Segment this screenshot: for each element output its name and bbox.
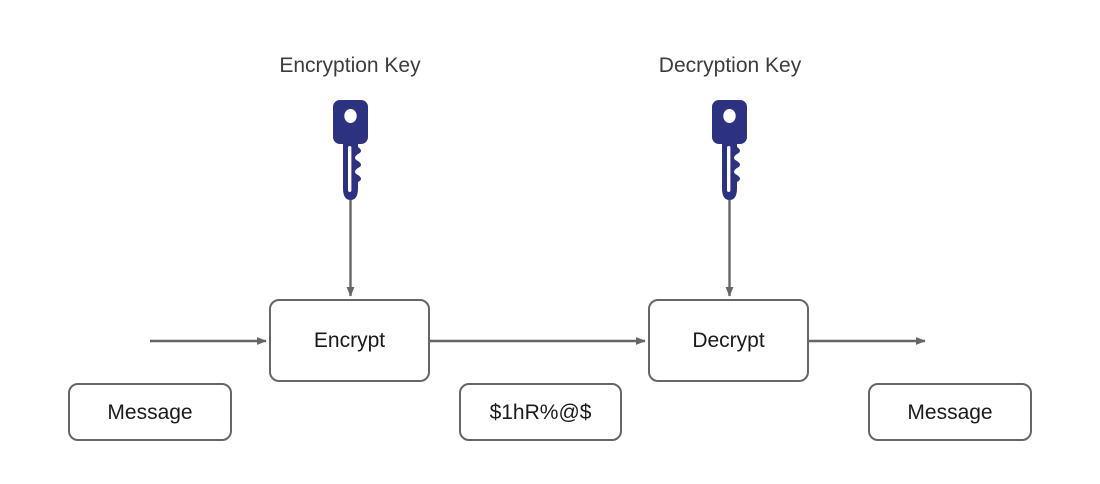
ciphertext-node[interactable]: $1hR%@$ bbox=[459, 383, 622, 441]
encryption-key-label: Encryption Key bbox=[279, 54, 421, 77]
decrypt-node[interactable]: Decrypt bbox=[648, 299, 809, 382]
message-output-node[interactable]: Message bbox=[868, 383, 1032, 441]
decryption-key-label: Decryption Key bbox=[658, 54, 802, 77]
encrypt-node[interactable]: Encrypt bbox=[269, 299, 430, 382]
key-icon bbox=[333, 100, 368, 200]
message-input-node[interactable]: Message bbox=[68, 383, 232, 441]
key-icon bbox=[712, 100, 747, 200]
